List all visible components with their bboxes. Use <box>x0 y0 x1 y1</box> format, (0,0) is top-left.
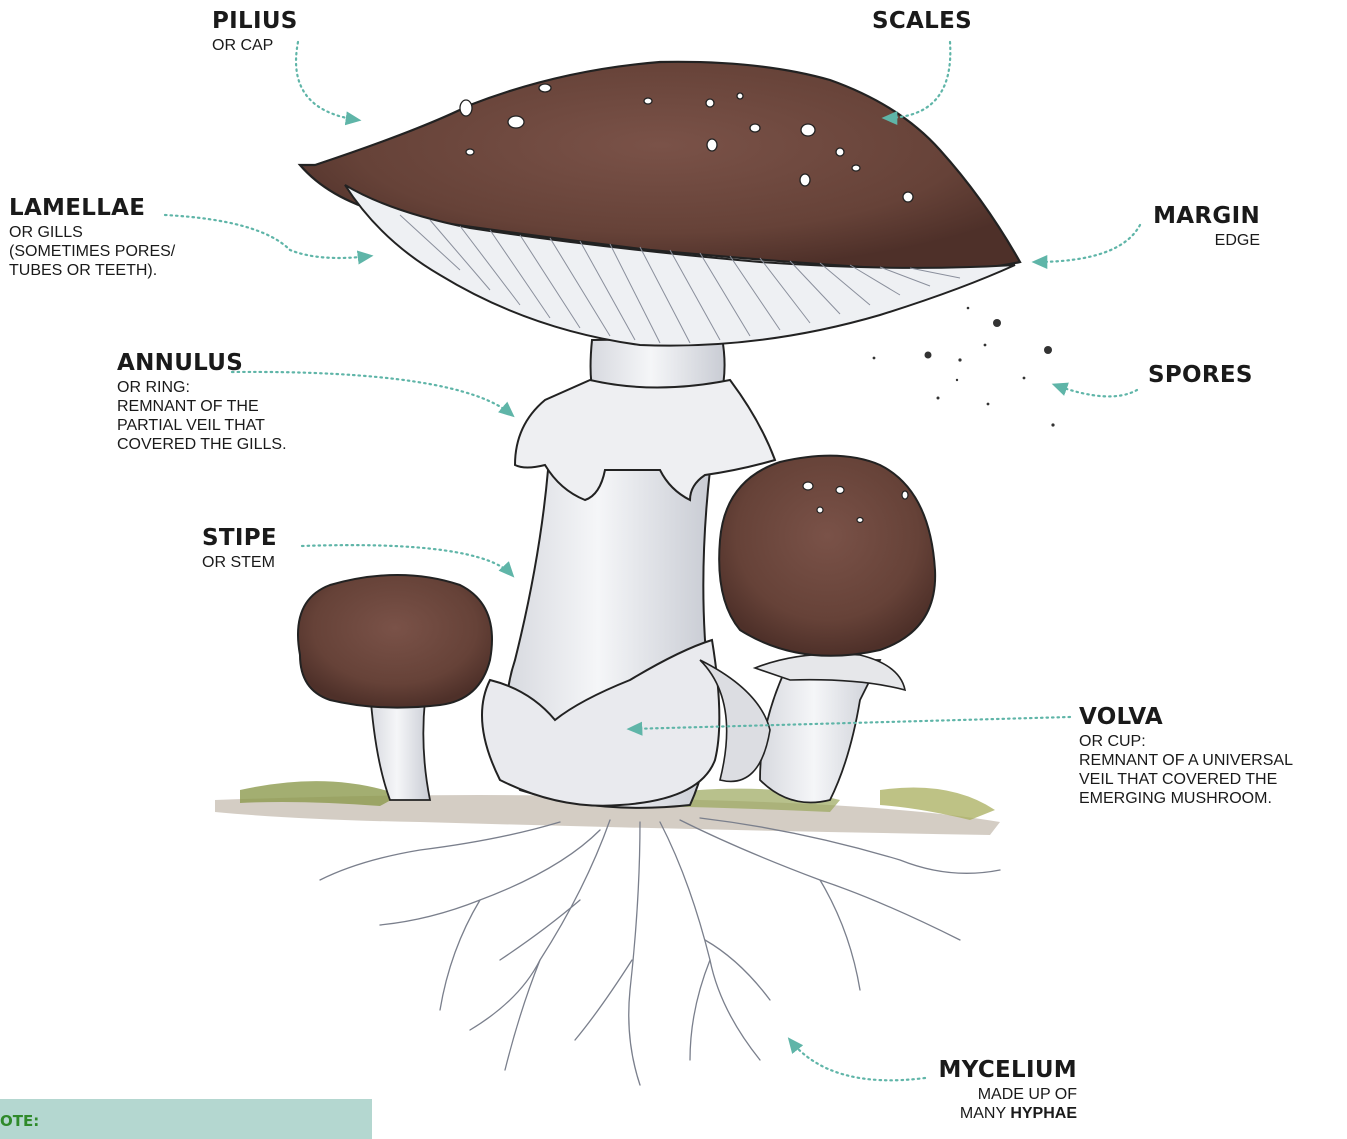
stipe-sub: OR STEM <box>202 553 277 572</box>
mycelium-title: MYCELIUM <box>900 1057 1077 1085</box>
arrow-margin <box>1035 225 1140 262</box>
mycelium-roots <box>320 818 1000 1085</box>
arrow-stipe <box>302 545 512 575</box>
annulus-sub-4: COVERED THE GILLS. <box>117 435 287 454</box>
annulus-sub-1: OR RING: <box>117 378 287 397</box>
label-scales: SCALES <box>872 8 972 36</box>
volva-sub-3: VEIL THAT COVERED THE <box>1079 770 1293 789</box>
small-mushroom-left <box>298 575 492 800</box>
pilius-title: PILIUS <box>212 8 298 36</box>
label-lamellae: LAMELLAE OR GILLS (SOMETIMES PORES/ TUBE… <box>9 195 175 280</box>
spores-title: SPORES <box>1148 362 1253 390</box>
lamellae-sub-2: (SOMETIMES PORES/ <box>9 242 175 261</box>
pilius-sub: OR CAP <box>212 36 298 55</box>
label-margin: MARGIN EDGE <box>1140 203 1260 250</box>
margin-sub: EDGE <box>1140 231 1260 250</box>
note-box: OTE: <box>0 1099 372 1139</box>
label-volva: VOLVA OR CUP: REMNANT OF A UNIVERSAL VEI… <box>1079 704 1293 808</box>
annulus-sub-3: PARTIAL VEIL THAT <box>117 416 287 435</box>
mycelium-sub-2: MANY HYPHAE <box>900 1104 1077 1123</box>
mycelium-sub-1: MADE UP OF <box>900 1085 1077 1104</box>
stipe-title: STIPE <box>202 525 277 553</box>
lamellae-title: LAMELLAE <box>9 195 175 223</box>
label-pilius: PILIUS OR CAP <box>212 8 298 55</box>
lamellae-sub-3: TUBES OR TEETH). <box>9 261 175 280</box>
main-cap <box>300 62 1020 346</box>
note-title: OTE: <box>0 1112 39 1130</box>
volva-sub-1: OR CUP: <box>1079 732 1293 751</box>
arrow-pilius <box>296 42 358 120</box>
scales-title: SCALES <box>872 8 972 36</box>
volva-title: VOLVA <box>1079 704 1293 732</box>
label-annulus: ANNULUS OR RING: REMNANT OF THE PARTIAL … <box>117 350 287 454</box>
spores <box>873 307 1055 427</box>
arrow-scales <box>885 42 950 118</box>
arrow-lamellae <box>165 215 370 258</box>
arrow-spores <box>1055 385 1137 396</box>
annulus-sub-2: REMNANT OF THE <box>117 397 287 416</box>
label-mycelium: MYCELIUM MADE UP OF MANY HYPHAE <box>900 1057 1077 1123</box>
margin-title: MARGIN <box>1140 203 1260 231</box>
volva-sub-4: EMERGING MUSHROOM. <box>1079 789 1293 808</box>
mycelium-many: MANY <box>960 1105 1006 1122</box>
mycelium-hyphae: HYPHAE <box>1010 1105 1077 1122</box>
annulus-title: ANNULUS <box>117 350 287 378</box>
lamellae-sub-1: OR GILLS <box>9 223 175 242</box>
label-stipe: STIPE OR STEM <box>202 525 277 572</box>
label-spores: SPORES <box>1148 362 1253 390</box>
volva-sub-2: REMNANT OF A UNIVERSAL <box>1079 751 1293 770</box>
